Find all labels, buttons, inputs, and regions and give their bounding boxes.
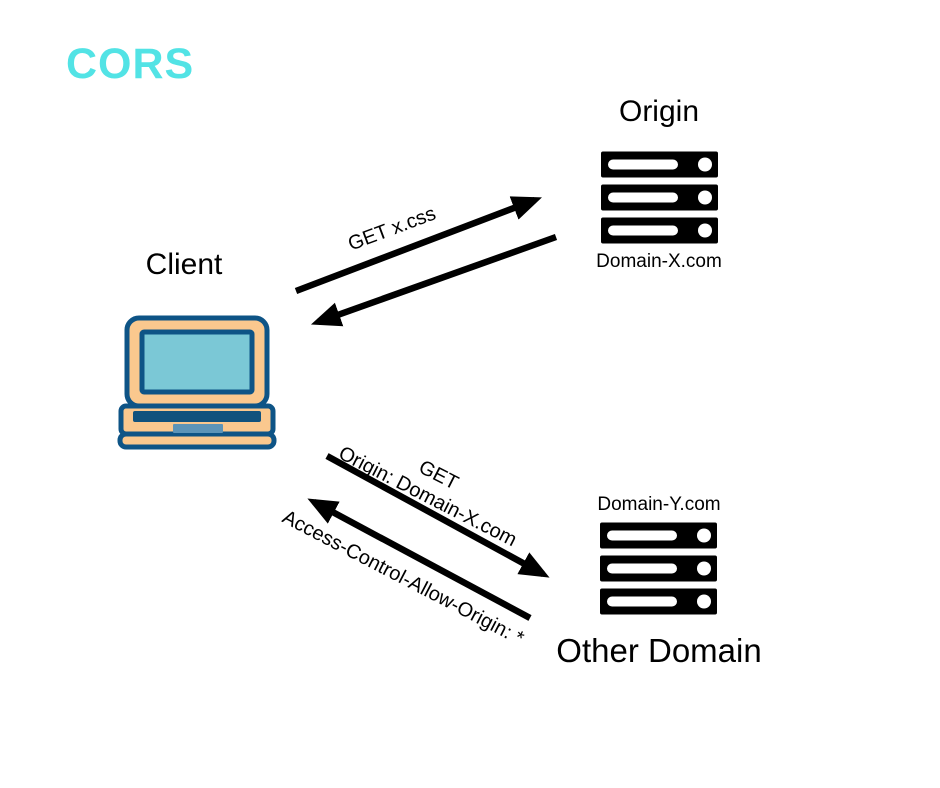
origin-server-domain: Domain-X.com bbox=[596, 251, 722, 272]
origin-server-title: Origin bbox=[618, 95, 700, 128]
client-label: Client bbox=[145, 248, 223, 281]
request-label-cross-origin-get: GET Origin: Domain-X.com bbox=[334, 420, 531, 552]
server-stack-icon bbox=[600, 522, 717, 615]
other-server-domain: Domain-Y.com bbox=[597, 494, 721, 515]
laptop-touchpad bbox=[173, 424, 223, 433]
page-title: CORS bbox=[66, 40, 195, 88]
laptop-icon bbox=[117, 315, 277, 450]
other-server-title: Other Domain bbox=[556, 632, 762, 669]
server-rack-row bbox=[601, 217, 718, 244]
request-label-get-xcss: GET x.css bbox=[345, 202, 439, 256]
server-rack-row bbox=[600, 555, 717, 582]
server-rack-row bbox=[601, 151, 718, 178]
server-rack-row bbox=[601, 184, 718, 211]
laptop-screen bbox=[139, 329, 255, 395]
laptop-keyboard bbox=[133, 411, 261, 422]
server-rack-row bbox=[600, 522, 717, 549]
server-rack-row bbox=[600, 588, 717, 615]
server-stack-icon bbox=[601, 151, 718, 244]
